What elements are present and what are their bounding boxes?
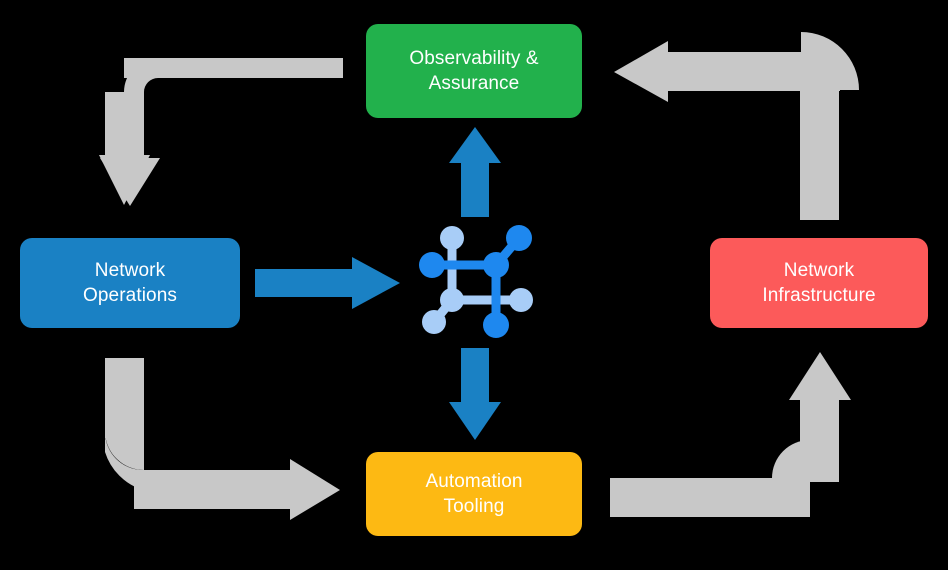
box-network-infrastructure[interactable]: Network Infrastructure	[710, 238, 928, 328]
network-icon-nodes	[419, 225, 533, 338]
arrow-operations-to-automation	[105, 358, 340, 520]
arrow-automation-to-infrastructure	[610, 352, 851, 517]
arrow-center-to-automation	[449, 348, 501, 440]
box-automation-tooling[interactable]: Automation Tooling	[366, 452, 582, 536]
arrow-center-to-observability	[449, 127, 501, 217]
arrow-infrastructure-to-observability	[614, 32, 859, 220]
arrow-operations-to-center	[255, 257, 400, 309]
arrow-observability-to-operations	[99, 58, 343, 206]
box-observability-assurance[interactable]: Observability & Assurance	[366, 24, 582, 118]
box-network-operations[interactable]: Network Operations	[20, 238, 240, 328]
